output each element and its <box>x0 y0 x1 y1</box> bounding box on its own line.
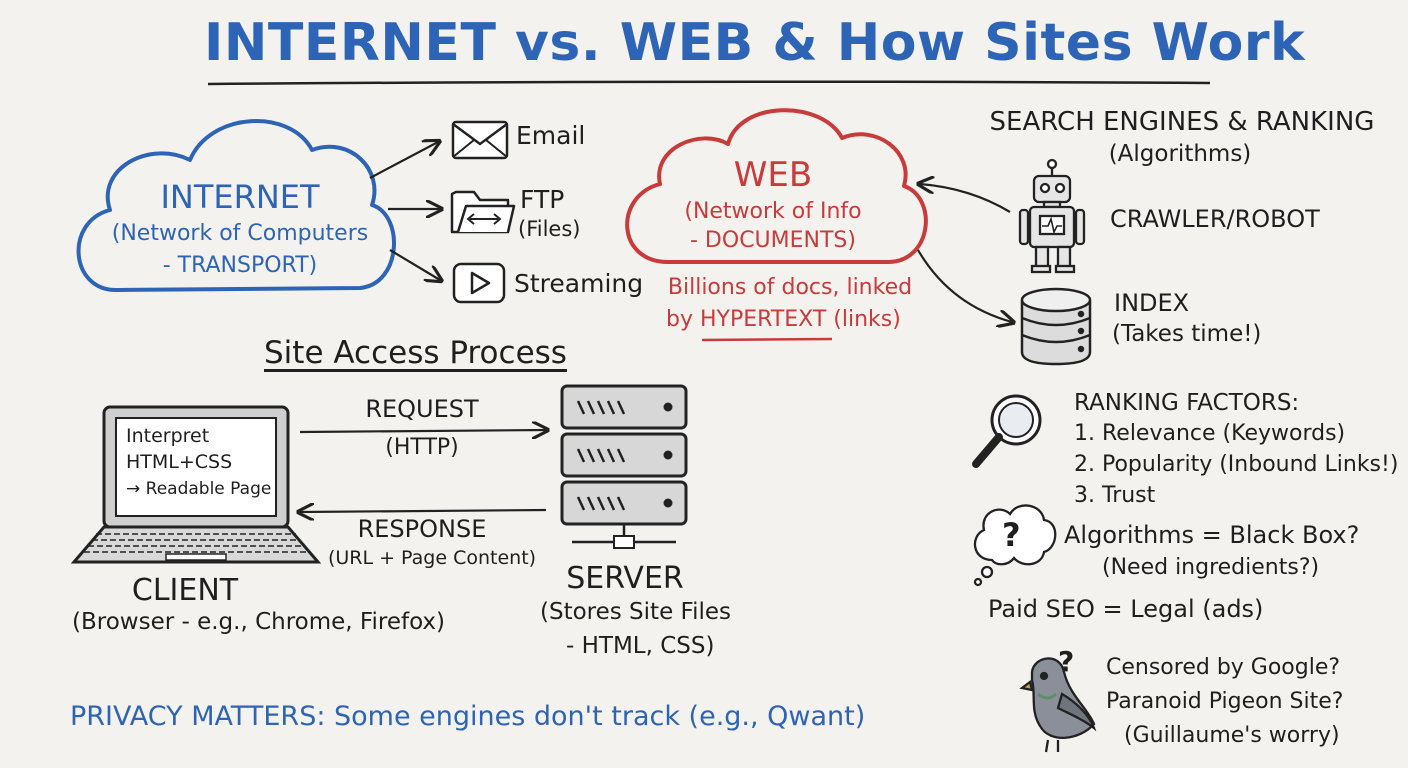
robot-icon <box>1018 158 1086 274</box>
laptop-icon <box>70 405 322 564</box>
web-desc-1: (Network of Info <box>684 199 862 224</box>
web-note-2-prefix: by <box>666 307 693 332</box>
internet-cloud <box>76 119 396 293</box>
ranking-title: RANKING FACTORS: <box>1074 390 1300 416</box>
paid-seo-note: Paid SEO = Legal (ads) <box>988 595 1264 623</box>
thought-bubble-icon <box>973 504 1057 587</box>
web-title: WEB <box>733 155 813 195</box>
arrow-to-email <box>369 142 438 179</box>
arrow-web-to-index <box>917 249 1012 322</box>
process-title: Site Access Process <box>264 335 567 371</box>
pigeon-question-mark: ? <box>1058 645 1075 678</box>
server-desc-2: - HTML, CSS) <box>566 633 715 659</box>
web-note-2-suffix: (links) <box>833 307 901 332</box>
pigeon-line-2: Paranoid Pigeon Site? <box>1106 689 1344 714</box>
internet-desc-2: - TRANSPORT) <box>162 253 318 278</box>
play-icon <box>452 262 506 304</box>
service-email-label: Email <box>516 121 586 150</box>
web-note-1: Billions of docs, linked <box>667 275 913 300</box>
response-label: RESPONSE <box>357 515 487 543</box>
web-cloud <box>625 108 928 264</box>
index-label: INDEX <box>1114 289 1190 317</box>
request-label: REQUEST <box>365 395 479 423</box>
algorithms-line-2: (Need ingredients?) <box>1102 555 1320 580</box>
request-protocol: (HTTP) <box>385 435 459 460</box>
search-subtitle: (Algorithms) <box>1108 141 1252 167</box>
page-title: INTERNET vs. WEB & How Sites Work <box>204 13 1306 73</box>
server-icon <box>560 384 688 549</box>
title-underline <box>207 80 1211 86</box>
arrow-request <box>299 430 546 432</box>
client-label: CLIENT <box>131 573 239 608</box>
service-ftp-sub: (Files) <box>518 217 581 241</box>
hypertext-underline <box>701 337 833 342</box>
laptop-screen-line-1: Interpret <box>126 425 210 447</box>
thought-question-mark: ? <box>1002 516 1021 554</box>
ranking-factor-1: 1. Relevance (Keywords) <box>1074 421 1346 446</box>
service-streaming-label: Streaming <box>514 269 644 298</box>
internet-title: INTERNET <box>160 178 320 216</box>
arrow-response <box>300 510 547 512</box>
database-icon <box>1020 287 1092 366</box>
envelope-icon <box>451 120 509 160</box>
pigeon-line-1: Censored by Google? <box>1106 655 1341 680</box>
web-desc-2: - DOCUMENTS) <box>690 228 856 253</box>
search-title: SEARCH ENGINES & RANKING <box>989 107 1375 137</box>
ranking-factor-2: 2. Popularity (Inbound Links!) <box>1074 452 1399 477</box>
privacy-note: PRIVACY MATTERS: Some engines don't trac… <box>70 701 866 732</box>
folder-icon <box>450 190 516 234</box>
server-desc-1: (Stores Site Files <box>540 599 731 625</box>
laptop-screen-line-2: HTML+CSS <box>126 451 233 473</box>
index-note: (Takes time!) <box>1112 321 1262 347</box>
magnifying-glass-icon <box>972 394 1042 468</box>
ranking-factor-3: 3. Trust <box>1074 483 1156 508</box>
laptop-screen-line-3: → Readable Page <box>126 479 272 499</box>
algorithms-line-1: Algorithms = Black Box? <box>1064 521 1360 549</box>
service-ftp-label: FTP <box>520 185 565 214</box>
internet-desc-1: (Network of Computers <box>111 221 369 246</box>
web-note-2: by HYPERTEXT (links) <box>666 307 901 333</box>
client-desc: (Browser - e.g., Chrome, Firefox) <box>72 609 446 635</box>
hypertext-keyword: HYPERTEXT <box>699 307 827 332</box>
arrow-crawler-to-web <box>920 184 1011 213</box>
pigeon-line-3: (Guillaume's worry) <box>1124 723 1340 748</box>
arrow-to-streaming <box>389 249 440 280</box>
response-content: (URL + Page Content) <box>327 547 537 569</box>
pigeon-icon <box>1019 657 1097 753</box>
server-label: SERVER <box>566 561 684 596</box>
crawler-label: CRAWLER/ROBOT <box>1110 205 1320 233</box>
